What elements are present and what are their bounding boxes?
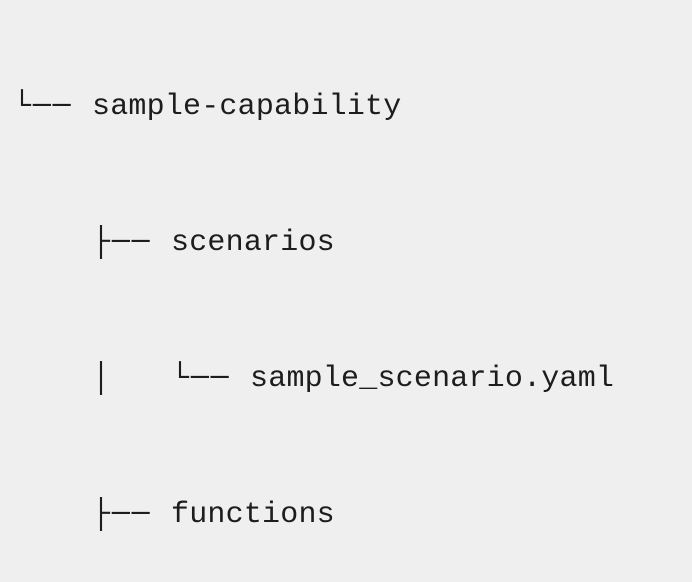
tree-node-label: functions — [171, 498, 335, 532]
tree-line: ├── functions — [13, 498, 651, 532]
tree-branch-glyphs: ├── — [13, 498, 172, 532]
directory-tree: └── sample-capability ├── scenarios │ └─… — [13, 22, 651, 582]
tree-branch-glyphs: │ └── — [13, 362, 251, 396]
tree-node-label: sample_scenario.yaml — [250, 362, 615, 396]
tree-branch-glyphs: └── — [13, 90, 93, 124]
tree-line: └── sample-capability — [13, 90, 651, 124]
tree-node-label: scenarios — [171, 226, 335, 260]
tree-branch-glyphs: ├── — [13, 226, 172, 260]
tree-node-label: sample-capability — [92, 90, 402, 124]
tree-line: │ └── sample_scenario.yaml — [13, 362, 651, 396]
tree-line: ├── scenarios — [13, 226, 651, 260]
